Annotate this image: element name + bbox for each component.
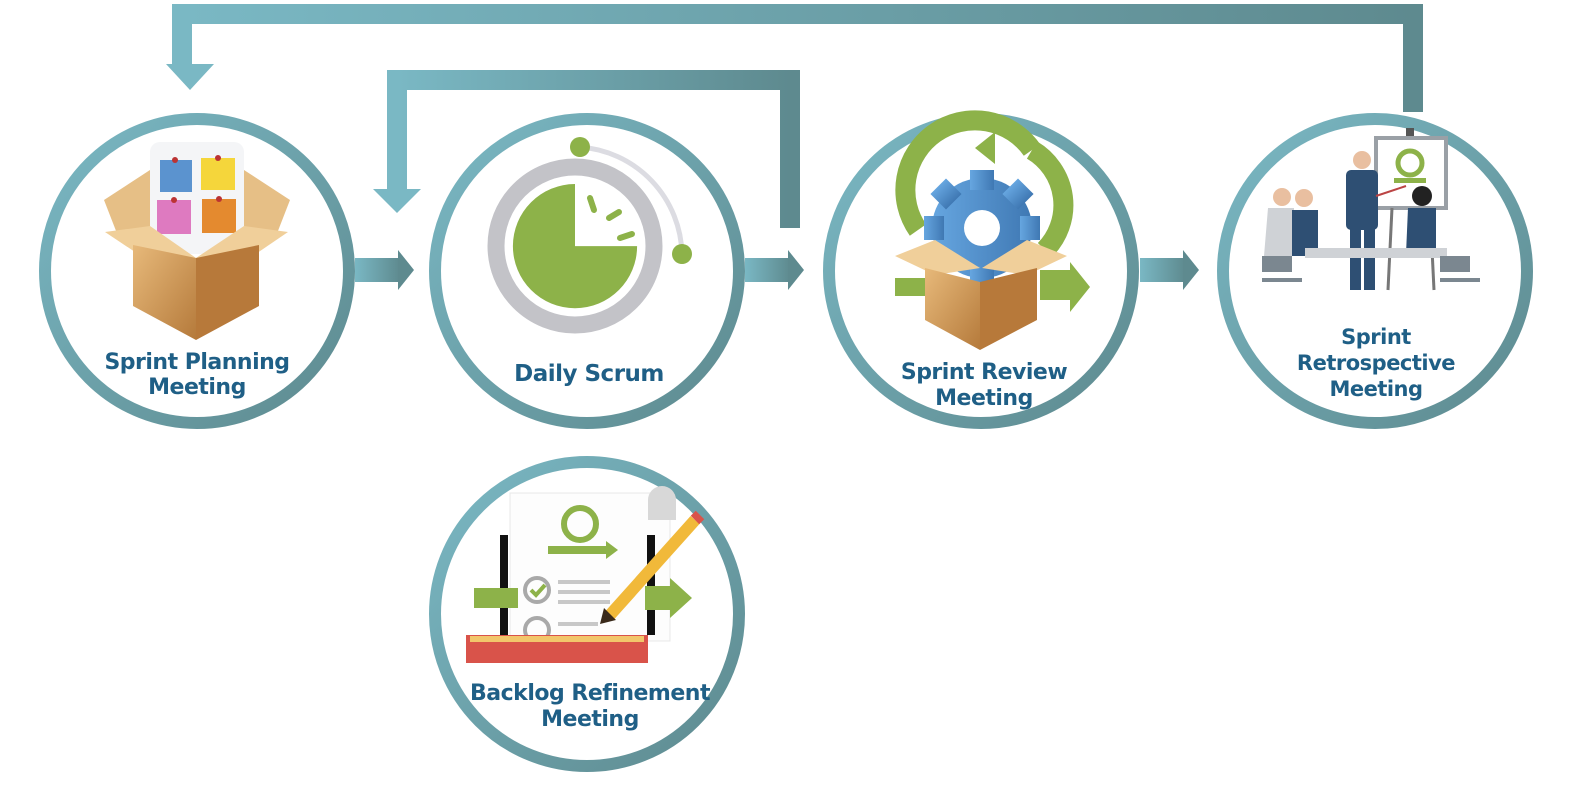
node-label: Meeting [148, 375, 246, 400]
open-box-with-sticky-notes-icon [104, 142, 290, 340]
node-sprint-retrospective: Sprint Retrospective Meeting [1217, 113, 1533, 429]
node-label: Meeting [541, 707, 639, 732]
node-label: Backlog Refinement [470, 681, 711, 706]
node-sprint-planning: Sprint Planning Meeting [39, 113, 355, 429]
team-meeting-presentation-icon [1262, 128, 1480, 291]
loop-arrow-retrospective-to-planning [166, 4, 1423, 112]
arrow-planning-to-daily-scrum [355, 250, 414, 290]
arrow-daily-scrum-to-review [745, 250, 804, 290]
arrow-review-to-retrospective [1140, 250, 1199, 290]
box-with-gear-and-cycle-arrows-icon [895, 110, 1090, 350]
node-label: Sprint [1341, 325, 1411, 349]
loop-arrow-daily-scrum [373, 70, 800, 228]
checklist-pencil-ruler-icon [466, 486, 705, 663]
node-backlog-refinement: Backlog Refinement Meeting [429, 456, 745, 772]
timer-icon [487, 137, 692, 334]
node-sprint-review: Sprint Review Meeting [823, 110, 1139, 429]
node-daily-scrum: Daily Scrum [429, 113, 745, 429]
node-label: Sprint Planning [104, 350, 289, 375]
node-label: Daily Scrum [514, 361, 664, 387]
node-label: Meeting [1329, 377, 1422, 401]
node-label: Meeting [935, 386, 1033, 411]
node-label: Retrospective [1297, 351, 1455, 375]
node-label: Sprint Review [901, 360, 1067, 385]
